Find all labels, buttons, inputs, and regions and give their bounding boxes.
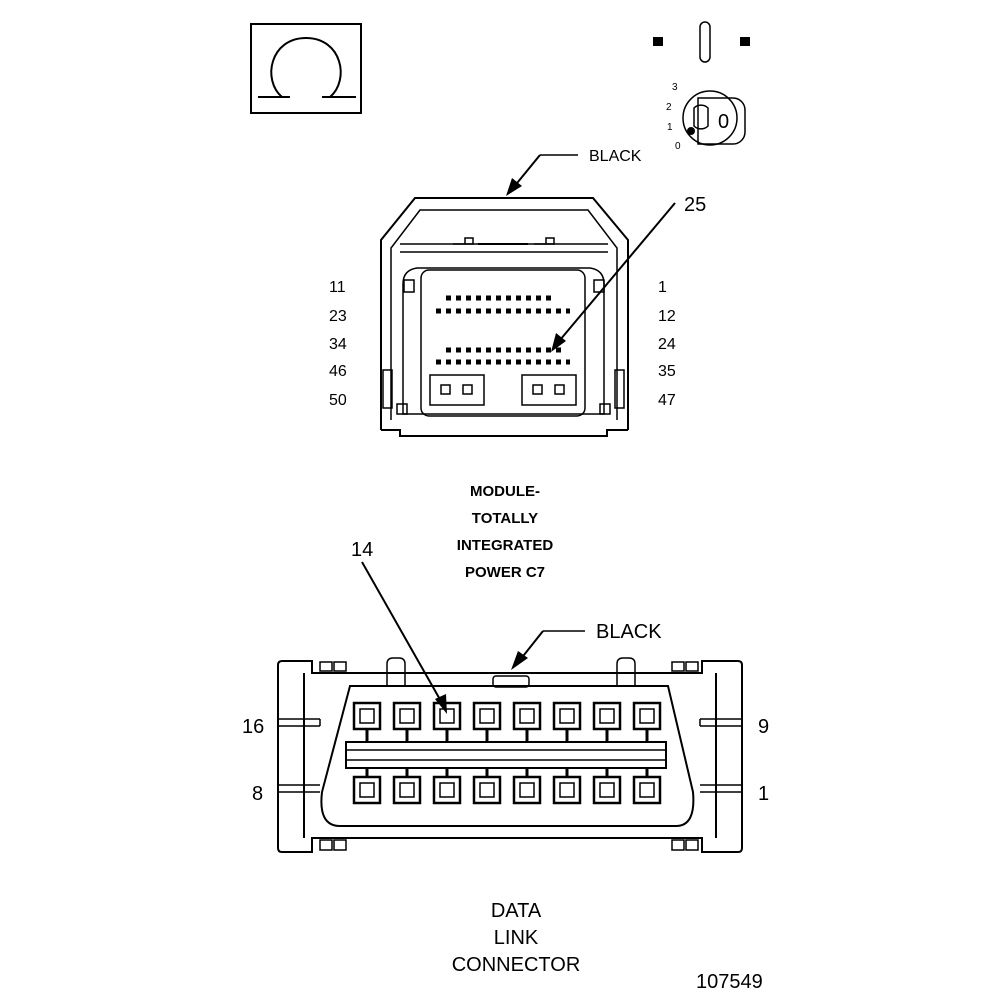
- svg-text:LINK: LINK: [494, 927, 539, 949]
- dlc-pin-cavity: [432, 701, 462, 742]
- module-right-label-24: 24: [658, 336, 676, 353]
- module-left-label-46: 46: [329, 363, 347, 380]
- module-right-label-47: 47: [658, 392, 676, 409]
- dlc-color-label: BLACK: [596, 621, 662, 643]
- dlc-pin-cavity: [632, 701, 662, 742]
- module-right-label-1: 1: [658, 279, 667, 296]
- ignition-position-0: 0: [675, 141, 681, 152]
- module-title: MODULE- TOTALLY INTEGRATED POWER C7: [457, 483, 554, 581]
- dlc-pin-cavity: [592, 768, 622, 805]
- dlc-pin-cavity: [512, 701, 542, 742]
- module-right-label-35: 35: [658, 363, 676, 380]
- svg-text:CONNECTOR: CONNECTOR: [452, 954, 581, 976]
- module-left-label-11: 11: [329, 279, 346, 296]
- dlc-pin-cavity: [352, 701, 382, 742]
- dlc-pointer-pin: 14: [351, 539, 373, 561]
- dlc-pin-cavity: [392, 768, 422, 805]
- dlc-pin-cavity: [552, 701, 582, 742]
- dlc-pin-cavity: [592, 701, 622, 742]
- dlc-pin-cavity: [632, 768, 662, 805]
- module-left-label-23: 23: [329, 308, 347, 325]
- dlc-pin-cavity: [552, 768, 582, 805]
- ignition-position-1: 1: [667, 122, 673, 133]
- module-color-label: BLACK: [589, 148, 642, 165]
- dlc-pin-cavity: [512, 768, 542, 805]
- svg-text:POWER C7: POWER C7: [465, 564, 545, 581]
- dlc-pin-cavity: [392, 701, 422, 742]
- ignition-position-2: 2: [666, 102, 672, 113]
- dlc-pins: [352, 701, 662, 805]
- module-connector: BLACK: [329, 148, 706, 581]
- module-pointer-pin: 25: [684, 194, 706, 216]
- dlc-title: DATA LINK CONNECTOR: [452, 900, 581, 976]
- module-right-label-12: 12: [658, 308, 676, 325]
- dlc-left-label-8: 8: [252, 783, 263, 805]
- data-link-connector: BLACK 14 16: [242, 539, 769, 976]
- dlc-pin-cavity: [352, 768, 382, 805]
- dlc-pin-cavity: [472, 768, 502, 805]
- ignition-position-3: 3: [672, 82, 678, 93]
- dlc-pin-cavity: [472, 701, 502, 742]
- module-left-label-34: 34: [329, 336, 347, 353]
- omega-icon: [250, 23, 362, 114]
- svg-text:TOTALLY: TOTALLY: [472, 510, 538, 527]
- module-left-label-50: 50: [329, 392, 347, 409]
- svg-text:DATA: DATA: [491, 900, 542, 922]
- dlc-right-label-1: 1: [758, 783, 769, 805]
- ignition-key-label: 0: [718, 111, 729, 133]
- svg-text:INTEGRATED: INTEGRATED: [457, 537, 554, 554]
- dlc-left-label-16: 16: [242, 716, 264, 738]
- ignition-key-icon: 3 2 1 0 0: [653, 21, 750, 152]
- figure-id: 107549: [696, 971, 763, 993]
- svg-text:MODULE-: MODULE-: [470, 483, 540, 500]
- dlc-right-label-9: 9: [758, 716, 769, 738]
- dlc-pin-cavity: [432, 768, 462, 805]
